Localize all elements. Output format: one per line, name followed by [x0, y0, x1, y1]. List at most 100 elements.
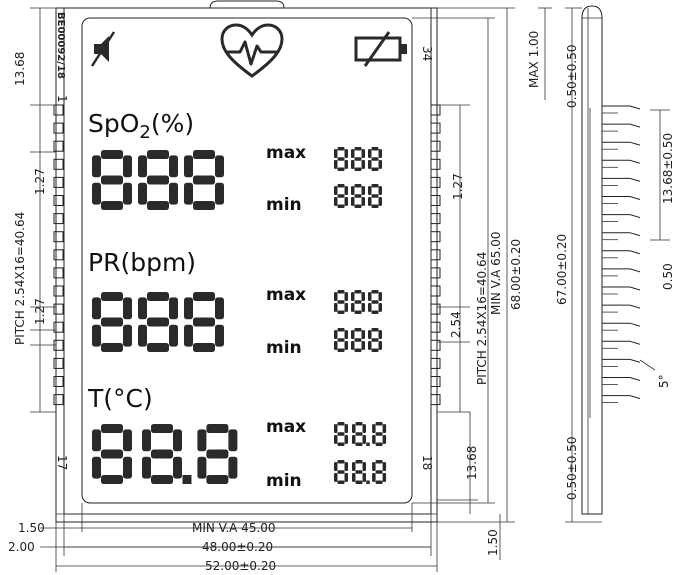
segment-d — [355, 442, 363, 446]
segment-f — [138, 155, 147, 178]
spo2-max-label: max — [266, 143, 306, 163]
side-pin — [602, 123, 641, 128]
segment-e — [334, 197, 338, 206]
segment-f — [351, 292, 355, 301]
segment-g — [147, 175, 169, 185]
left-pin — [53, 321, 64, 333]
segment-g — [371, 338, 379, 342]
segment-g — [101, 449, 123, 459]
right-pin — [430, 176, 441, 188]
segment-f — [92, 155, 101, 178]
temp-max-label: max — [266, 417, 306, 437]
segment-b — [361, 149, 365, 158]
segment-b — [344, 462, 348, 471]
side-pin — [602, 141, 641, 146]
segment-f — [368, 186, 372, 195]
temp-min-digits — [334, 460, 387, 484]
segment-c — [169, 182, 178, 205]
left-pin — [53, 231, 64, 243]
side-pin — [602, 340, 641, 345]
left-pin — [53, 285, 64, 297]
segment-a — [151, 424, 173, 433]
segment-e — [372, 435, 376, 444]
dim-overall-48: 48.00±0.20 — [202, 540, 273, 554]
segment-f — [138, 297, 147, 320]
segment-g — [206, 449, 229, 459]
segment-a — [371, 290, 379, 294]
segment-f — [372, 424, 376, 433]
segment-f — [368, 292, 372, 301]
segment-d — [147, 343, 169, 352]
segment-g — [371, 194, 379, 198]
segment-e — [92, 182, 101, 205]
right-pin — [430, 104, 441, 116]
segment-c — [344, 160, 348, 169]
left-pin — [53, 303, 64, 315]
side-pin — [602, 177, 641, 182]
segment-c — [378, 160, 382, 169]
segment-a — [355, 422, 363, 426]
segment-a — [371, 147, 379, 151]
segment-a — [337, 147, 345, 151]
segment-e — [334, 473, 338, 482]
pin-1-label: 1 — [55, 95, 69, 103]
mute-speaker-icon — [90, 31, 116, 67]
pr-min-digits — [334, 328, 382, 352]
left-pin — [53, 357, 64, 369]
segment-g — [337, 157, 345, 161]
segment-e — [92, 324, 101, 347]
side-pin — [602, 250, 641, 255]
left-pin — [53, 158, 64, 170]
segment-f — [142, 429, 151, 452]
dim-side-angle: 5° — [657, 374, 671, 388]
left-pin — [53, 104, 64, 116]
segment-e — [334, 303, 338, 312]
segment-a — [193, 150, 215, 159]
segment-e — [138, 182, 147, 205]
segment-g — [337, 432, 345, 436]
segment-d — [101, 475, 123, 484]
segment-a — [193, 292, 215, 301]
right-pin — [430, 195, 441, 206]
segment-g — [101, 317, 123, 327]
viewing-area — [81, 17, 413, 504]
dim-left-127-a: 1.27 — [33, 168, 47, 195]
segment-c — [344, 303, 348, 312]
segment-c — [123, 456, 132, 479]
segment-b — [344, 424, 348, 433]
decimal-point — [182, 475, 192, 484]
segment-g — [101, 175, 123, 185]
segment-a — [147, 150, 169, 159]
segment-c — [361, 197, 365, 206]
dim-bottom-200: 2.00 — [8, 540, 35, 554]
side-pin — [602, 377, 641, 381]
segment-b — [215, 155, 224, 178]
pr-digits — [92, 292, 224, 352]
segment-a — [101, 424, 123, 433]
segment-d — [354, 167, 362, 171]
segment-b — [378, 149, 382, 158]
dim-overall-68: 68.00±0.20 — [509, 239, 523, 310]
dim-overall-52: 52.00±0.20 — [205, 559, 276, 573]
pin-18-label: 18 — [420, 455, 434, 470]
segment-d — [206, 475, 229, 484]
segment-e — [372, 473, 376, 482]
top-tab — [209, 0, 285, 9]
segment-g — [193, 317, 215, 327]
pin-34-label: 34 — [420, 46, 434, 61]
segment-e — [334, 435, 338, 444]
segment-c — [378, 303, 382, 312]
temp-digits — [92, 424, 238, 484]
segment-g — [355, 432, 363, 436]
side-pin — [602, 304, 641, 309]
segment-c — [344, 341, 348, 350]
segment-b — [123, 297, 132, 320]
segment-f — [334, 330, 338, 339]
dim-right-127: 1.27 — [451, 173, 465, 200]
dim-left-pitch: PITCH 2.54X16=40.64 — [13, 212, 27, 345]
segment-b — [378, 292, 382, 301]
left-pin — [53, 195, 64, 206]
segment-e — [334, 341, 338, 350]
left-pin — [53, 176, 64, 188]
side-pin — [602, 395, 641, 400]
